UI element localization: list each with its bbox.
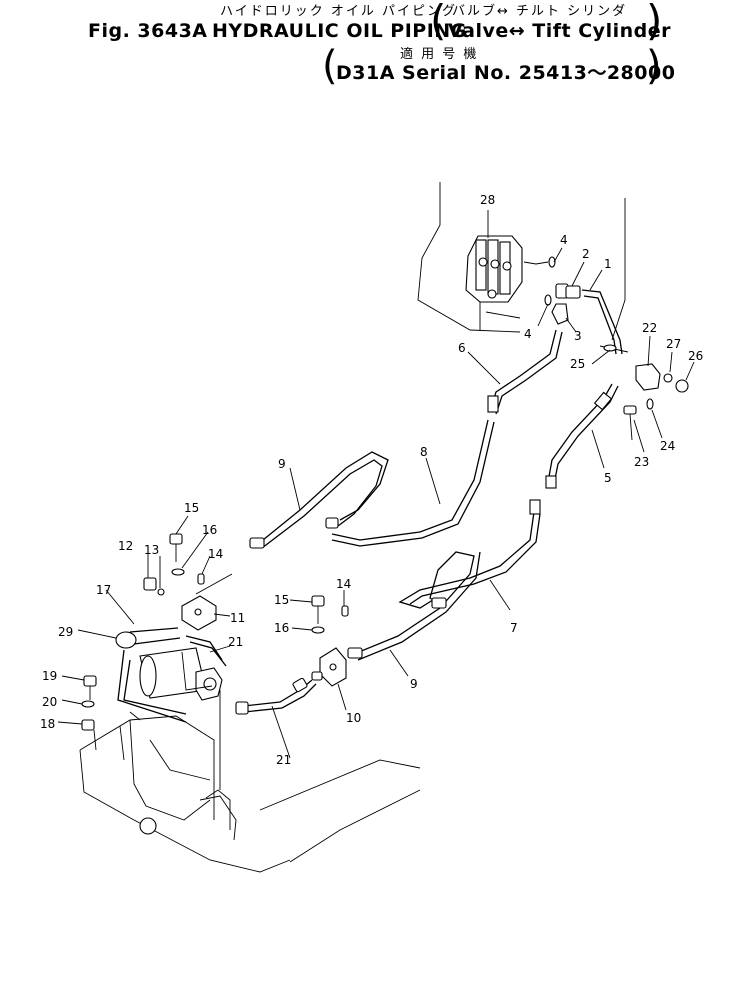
serial-range: D31A Serial No. 25413～28000 (336, 62, 676, 84)
callout-13: 13 (144, 543, 159, 557)
callout-24: 24 (660, 439, 675, 453)
hose-7[interactable] (398, 499, 541, 609)
hose-5[interactable] (545, 383, 619, 489)
connector-block-10[interactable] (311, 647, 347, 687)
title-english: HYDRAULIC OIL PIPING (212, 20, 467, 42)
hose-21-lower[interactable] (235, 677, 317, 715)
subtitle-english: Valve↔ Tift Cylinder (448, 20, 671, 42)
bolt-set-left[interactable] (143, 533, 205, 596)
callout-19: 19 (42, 669, 57, 683)
callout-20: 20 (42, 695, 57, 709)
applicable-japanese: 適 用 号 機 (400, 47, 479, 62)
callout-14-middle: 14 (336, 577, 351, 591)
hose-9-lower[interactable] (347, 551, 481, 661)
close-paren-1: ) (646, 0, 663, 45)
callout-16-middle: 16 (274, 621, 289, 635)
callout-labels: 28 4 2 1 4 3 6 25 22 27 26 23 24 5 8 9 7… (40, 193, 703, 767)
callout-1: 1 (604, 257, 612, 271)
hose-bracket[interactable] (599, 344, 689, 441)
hose-1[interactable] (581, 289, 623, 355)
hose-6[interactable] (487, 329, 563, 415)
callout-28: 28 (480, 193, 495, 207)
callout-15-left: 15 (184, 501, 199, 515)
callout-27: 27 (666, 337, 681, 351)
callout-21-upper: 21 (228, 635, 243, 649)
leader-lines (57, 210, 695, 759)
callout-26: 26 (688, 349, 703, 363)
callout-5: 5 (604, 471, 612, 485)
figure-number: Fig. 3643A (88, 20, 208, 42)
open-paren-1: ( (430, 0, 447, 45)
machine-frame (79, 690, 421, 873)
callout-12: 12 (118, 539, 133, 553)
callout-15-middle: 15 (274, 593, 289, 607)
machine-body-outline (417, 182, 626, 341)
callout-21-lower: 21 (276, 753, 291, 767)
connector-block-11[interactable] (181, 573, 233, 631)
subtitle-japanese: バルブ↔ チルト シリンダ (452, 4, 628, 19)
callout-7: 7 (510, 621, 518, 635)
title-japanese: ハイドロリック オイル パイピング (220, 4, 458, 19)
open-paren-2: ( (322, 43, 338, 89)
callout-2: 2 (582, 247, 590, 261)
callout-11: 11 (230, 611, 245, 625)
bolt-set-middle[interactable] (311, 595, 349, 634)
callout-9-upper: 9 (278, 457, 286, 471)
callout-6: 6 (458, 341, 466, 355)
callout-9-lower: 9 (410, 677, 418, 691)
close-paren-2: ) (646, 43, 662, 89)
callout-4-upper: 4 (560, 233, 568, 247)
callout-25: 25 (570, 357, 585, 371)
callout-3: 3 (574, 329, 582, 343)
callout-16-left: 16 (202, 523, 217, 537)
callout-8: 8 (420, 445, 428, 459)
figure-header: Fig. 3643A ハイドロリック オイル パイピング HYDRAULIC O… (0, 0, 729, 90)
callout-18: 18 (40, 717, 55, 731)
callout-17: 17 (96, 583, 111, 597)
valve-fittings[interactable] (544, 256, 581, 325)
callout-10: 10 (346, 711, 361, 725)
tilt-cylinder[interactable] (115, 627, 227, 723)
bolt-set-lower-left[interactable] (81, 675, 97, 751)
callout-22: 22 (642, 321, 657, 335)
callout-29: 29 (58, 625, 73, 639)
hose-9-upper[interactable] (249, 451, 389, 549)
control-valve[interactable] (465, 235, 549, 330)
callout-4-lower: 4 (524, 327, 532, 341)
callout-14-left: 14 (208, 547, 223, 561)
hose-8[interactable] (331, 419, 495, 547)
callout-23: 23 (634, 455, 649, 469)
